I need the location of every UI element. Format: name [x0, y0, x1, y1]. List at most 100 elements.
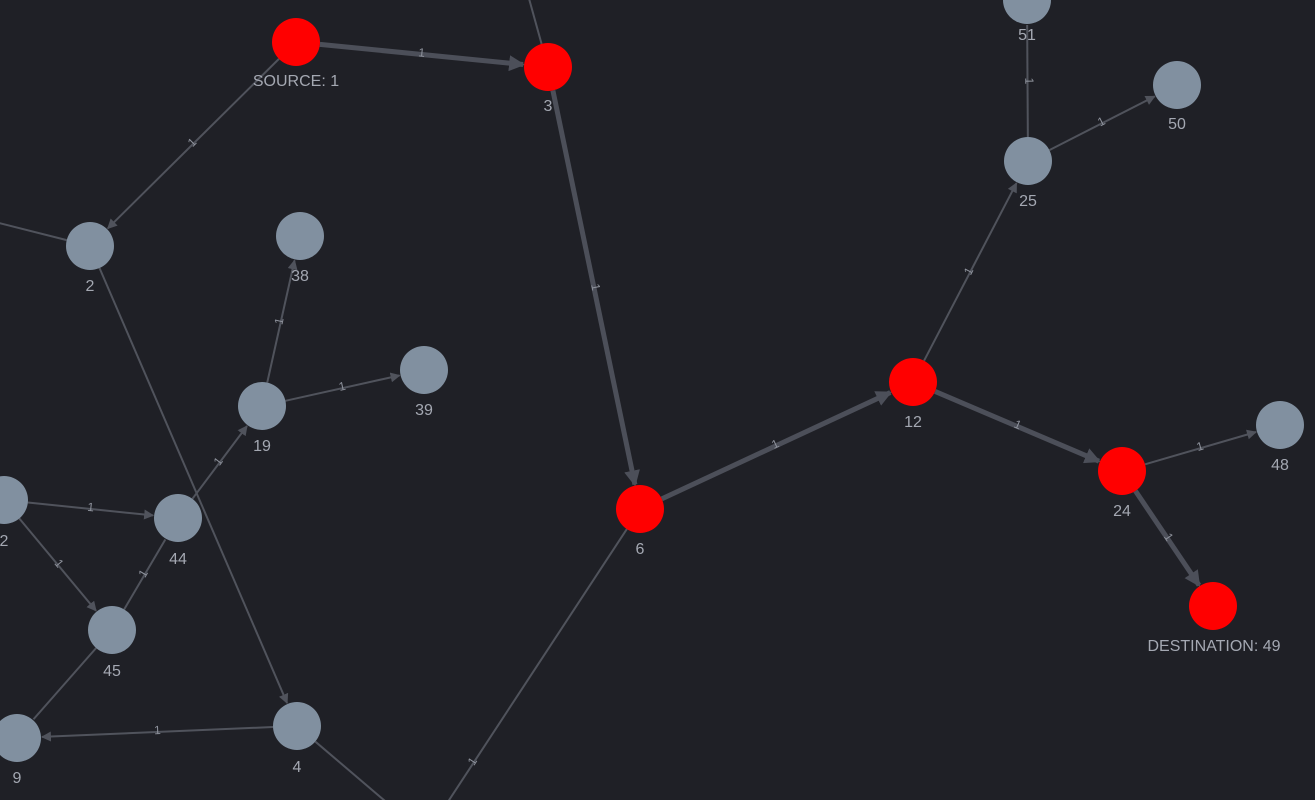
node-label: 4: [293, 759, 302, 776]
edge-line[interactable]: [1026, 24, 1029, 138]
edge-n4-n9[interactable]: 1: [40, 723, 274, 742]
node-n4[interactable]: 4: [273, 702, 321, 776]
node-label: DESTINATION: 49: [1147, 638, 1280, 655]
edge-n19-n38[interactable]: 1: [266, 259, 298, 383]
edge-weight-label: 1: [272, 316, 287, 326]
edge-line[interactable]: [285, 372, 401, 402]
node-circle[interactable]: [154, 494, 202, 542]
edge-line[interactable]: [266, 259, 298, 383]
node-circle[interactable]: [66, 222, 114, 270]
node-label: SOURCE: 1: [253, 73, 339, 90]
edge-n24-n48[interactable]: 1: [1144, 429, 1257, 466]
edge-line[interactable]: [314, 740, 398, 800]
node-label: 38: [291, 268, 309, 285]
node-n38[interactable]: 38: [276, 212, 324, 285]
edge-line[interactable]: [18, 517, 97, 612]
edge-n25-n51[interactable]: 1: [1022, 24, 1036, 138]
node-circle[interactable]: [400, 346, 448, 394]
node-n49[interactable]: DESTINATION: 49: [1147, 582, 1281, 655]
node-circle[interactable]: [1004, 137, 1052, 185]
edge-line[interactable]: [923, 182, 1018, 362]
edge-n45-n9[interactable]: [32, 647, 97, 720]
node-n6[interactable]: 6: [616, 485, 664, 558]
node-label: 51: [1018, 27, 1036, 44]
node-label: 39: [415, 402, 433, 419]
node-n25[interactable]: 25: [1004, 137, 1052, 210]
edge-n6-off-bottom-a[interactable]: 1: [436, 528, 628, 800]
node-circle[interactable]: [273, 702, 321, 750]
path-node-circle[interactable]: [1098, 447, 1146, 495]
edge-line[interactable]: [436, 528, 628, 800]
edge-line[interactable]: [27, 501, 155, 520]
edge-n3-off-top[interactable]: [528, 0, 543, 45]
node-n42[interactable]: 2: [0, 476, 28, 550]
edge-n42-n44[interactable]: 1: [27, 500, 155, 520]
edge-n44-n19[interactable]: 1: [191, 425, 248, 500]
edge-line[interactable]: [0, 222, 67, 242]
node-n1[interactable]: SOURCE: 1: [253, 18, 339, 90]
edge-line[interactable]: [319, 41, 526, 72]
edge-n2-off-left[interactable]: [0, 222, 67, 242]
edge-n1-n3[interactable]: 1: [319, 41, 526, 72]
edge-line[interactable]: [550, 89, 640, 487]
edge-n19-n39[interactable]: 1: [285, 372, 401, 402]
edge-n12-n25[interactable]: 1: [923, 182, 1018, 362]
path-node-circle[interactable]: [616, 485, 664, 533]
edge-n6-n12[interactable]: 1: [660, 390, 893, 502]
node-n39[interactable]: 39: [400, 346, 448, 419]
path-node-circle[interactable]: [272, 18, 320, 66]
edge-weight-label: 1: [1012, 417, 1024, 433]
node-n3[interactable]: 3: [524, 43, 572, 115]
edge-line[interactable]: [934, 389, 1101, 464]
node-n24[interactable]: 24: [1098, 447, 1146, 520]
edge-n4-off-bottom-b[interactable]: [314, 740, 398, 800]
node-n50[interactable]: 50: [1153, 61, 1201, 133]
path-node-circle[interactable]: [889, 358, 937, 406]
edge-n42-n45[interactable]: 1: [18, 517, 97, 612]
node-label: 2: [0, 533, 9, 550]
edge-n3-n6[interactable]: 1: [550, 89, 640, 487]
edge-n25-n50[interactable]: 1: [1048, 95, 1156, 151]
node-n48[interactable]: 48: [1256, 401, 1304, 474]
node-circle[interactable]: [1256, 401, 1304, 449]
edge-weight-label: 1: [1195, 439, 1206, 454]
edge-n12-n24[interactable]: 1: [934, 389, 1101, 464]
node-circle[interactable]: [0, 476, 28, 524]
edge-n2-n4[interactable]: [98, 267, 289, 704]
node-n2[interactable]: 2: [66, 222, 114, 295]
node-circle[interactable]: [1003, 0, 1051, 24]
node-circle[interactable]: [238, 382, 286, 430]
node-label: 6: [636, 541, 645, 558]
edge-line[interactable]: [107, 58, 280, 230]
node-n9[interactable]: 9: [0, 714, 41, 787]
edge-weight-label: 1: [337, 379, 347, 394]
edge-line[interactable]: [528, 0, 543, 45]
edge-weight-label: 1: [185, 135, 200, 150]
node-n45[interactable]: 45: [88, 606, 136, 680]
edge-line[interactable]: [98, 267, 289, 704]
node-label: 44: [169, 551, 187, 568]
edge-n45-n44[interactable]: 1: [123, 539, 167, 610]
edge-line[interactable]: [1144, 429, 1257, 466]
node-n44[interactable]: 44: [154, 494, 202, 568]
edge-line[interactable]: [191, 425, 248, 500]
node-n51[interactable]: 51: [1003, 0, 1051, 44]
node-n19[interactable]: 19: [238, 382, 286, 455]
node-n12[interactable]: 12: [889, 358, 937, 431]
edge-n24-n49[interactable]: 1: [1133, 489, 1202, 587]
edge-line[interactable]: [123, 539, 167, 610]
path-node-circle[interactable]: [1189, 582, 1237, 630]
node-circle[interactable]: [0, 714, 41, 762]
edge-line[interactable]: [1048, 95, 1156, 151]
edge-line[interactable]: [32, 647, 97, 720]
edge-line[interactable]: [1133, 489, 1202, 587]
edge-line[interactable]: [40, 726, 274, 742]
node-circle[interactable]: [88, 606, 136, 654]
node-circle[interactable]: [276, 212, 324, 260]
edge-line[interactable]: [660, 390, 893, 502]
node-circle[interactable]: [1153, 61, 1201, 109]
path-node-circle[interactable]: [524, 43, 572, 91]
node-label: 24: [1113, 503, 1131, 520]
node-label: 45: [103, 663, 121, 680]
